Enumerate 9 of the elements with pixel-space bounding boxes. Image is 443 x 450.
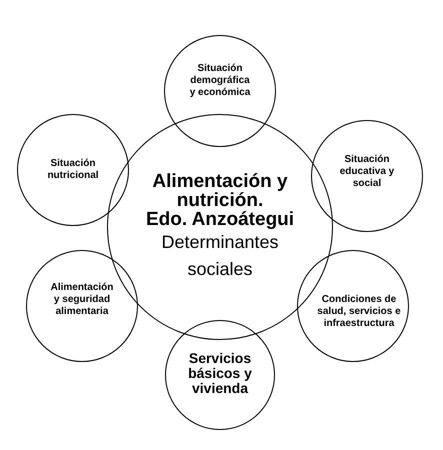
circle-label: Servicios básicos y vivienda [187, 350, 253, 396]
circle-label: Situación nutricional [46, 158, 100, 182]
circle-label: Alimentación y seguridad alimentaria [50, 282, 114, 318]
center-title: Edo. Anzoátegui [146, 210, 294, 228]
center-title: Alimentación y nutrición. [151, 172, 289, 210]
center-subtitle: Determinantes sociales [160, 230, 280, 280]
circle-label: Situación demográfica y económica [188, 63, 252, 99]
circle-label: Condiciones de salud, servicios e infraestructura [316, 294, 402, 330]
circle-label: Situación educativa y social [338, 154, 396, 190]
